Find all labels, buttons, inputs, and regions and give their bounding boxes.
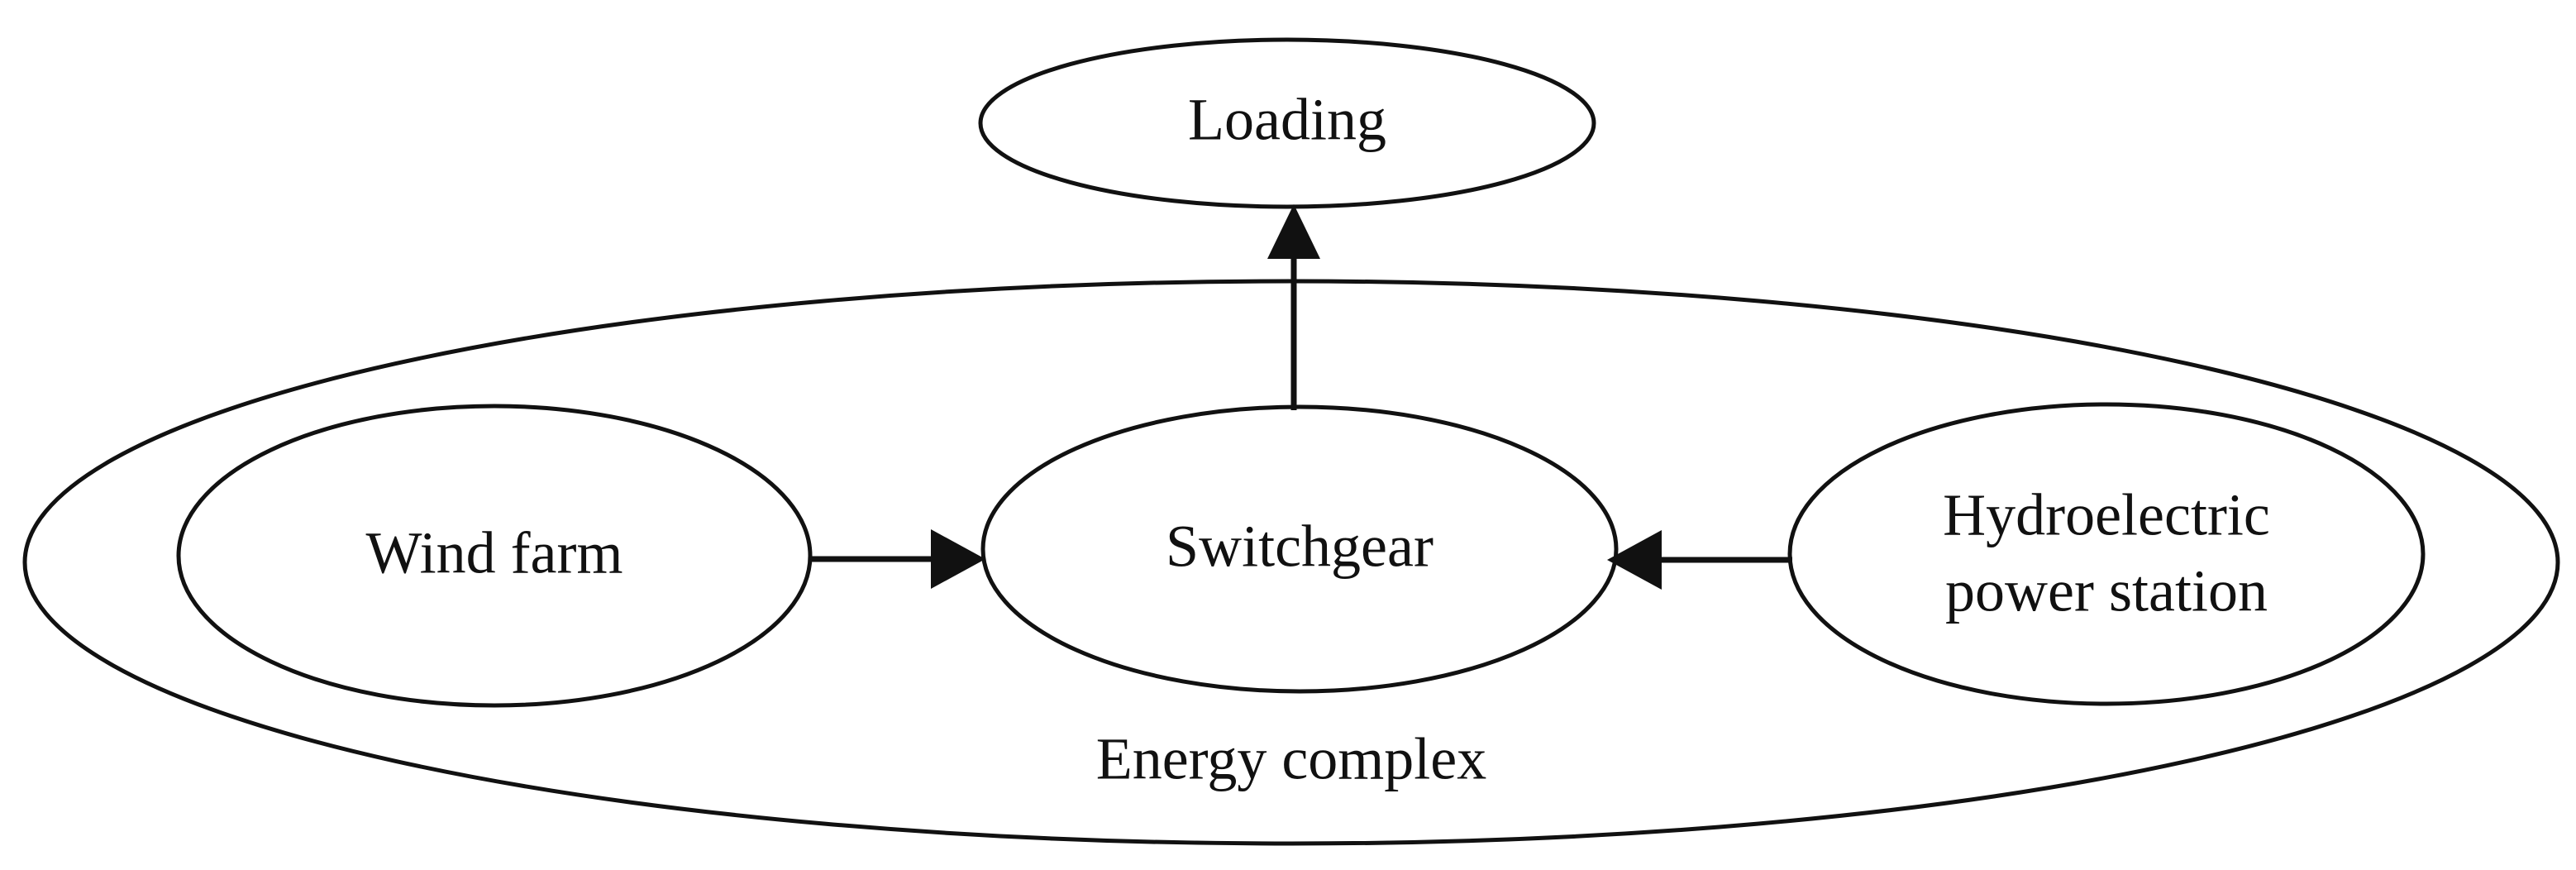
arrowhead-left-icon <box>1607 530 1662 590</box>
node-ellipse-switchgear[interactable] <box>980 404 1619 694</box>
node-ellipse-wind-farm[interactable] <box>176 404 813 708</box>
node-label-switchgear: Switchgear <box>1166 514 1433 580</box>
node-label-hydroelectric-power-station-line1: Hydroelectric <box>1943 482 2270 548</box>
node-ellipse-loading[interactable] <box>978 37 1596 209</box>
edge-switchgear-to-loading[interactable] <box>1267 204 1320 410</box>
node-label-hydroelectric-power-station-line2: power station <box>1945 558 2268 624</box>
group-label-energy-complex: Energy complex <box>1096 726 1487 792</box>
node-ellipse-hydroelectric-power-station[interactable] <box>1787 402 2426 706</box>
arrowhead-up-icon <box>1267 204 1320 259</box>
edge-wind-farm-to-switchgear[interactable] <box>809 529 985 589</box>
node-label-loading: Loading <box>1188 87 1386 153</box>
arrowhead-right-icon <box>931 529 985 589</box>
edge-hydroelectric-power-station-to-switchgear[interactable] <box>1607 530 1792 590</box>
node-label-wind-farm: Wind farm <box>366 520 623 586</box>
